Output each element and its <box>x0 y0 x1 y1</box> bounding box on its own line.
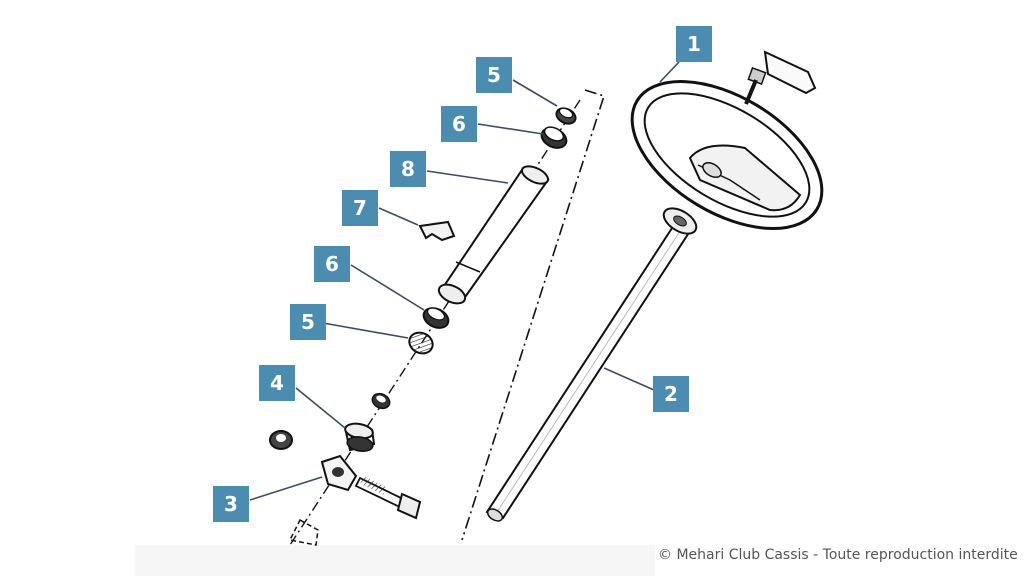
clip-7 <box>418 220 456 242</box>
wheel-screw <box>744 67 767 105</box>
lower-bearing-5 <box>408 331 434 355</box>
steering-wheel <box>630 80 824 230</box>
leader-6b <box>350 264 425 311</box>
callout-7: 7 <box>342 190 378 226</box>
leader-lines <box>249 61 680 501</box>
background-band <box>135 545 655 576</box>
callout-2: 2 <box>653 376 689 412</box>
small-ring <box>371 392 391 410</box>
column-tube <box>437 165 550 305</box>
callout-6-upper: 6 <box>441 106 477 142</box>
leader-5a <box>512 79 558 107</box>
steering-shaft <box>485 207 698 522</box>
callout-6-lower: 6 <box>314 246 350 282</box>
housing-outline-dashed <box>461 89 606 541</box>
copyright-notice: © Mehari Club Cassis - Toute reproductio… <box>658 547 1018 563</box>
callout-1: 1 <box>676 26 712 62</box>
callout-5-lower: 5 <box>290 304 326 340</box>
callout-5-upper: 5 <box>476 57 512 93</box>
leader-3 <box>249 476 323 501</box>
leader-1 <box>659 61 680 83</box>
leader-2 <box>603 367 655 391</box>
clamp-bolt <box>354 476 422 520</box>
lower-bushing-6 <box>422 307 450 329</box>
upper-bushing-6 <box>540 126 568 149</box>
universal-joint-3 <box>288 454 358 546</box>
leader-5b <box>322 322 409 339</box>
nut <box>269 430 293 450</box>
upper-bearing-5 <box>555 107 577 125</box>
leader-7 <box>378 207 419 226</box>
wheel-clip-plate <box>763 50 817 95</box>
leader-6a <box>477 123 544 135</box>
leader-8 <box>426 170 509 184</box>
callout-4: 4 <box>259 365 295 401</box>
bushing-4 <box>344 422 376 453</box>
leader-4 <box>295 387 346 429</box>
callout-3: 3 <box>213 486 249 522</box>
callout-8: 8 <box>390 151 426 187</box>
